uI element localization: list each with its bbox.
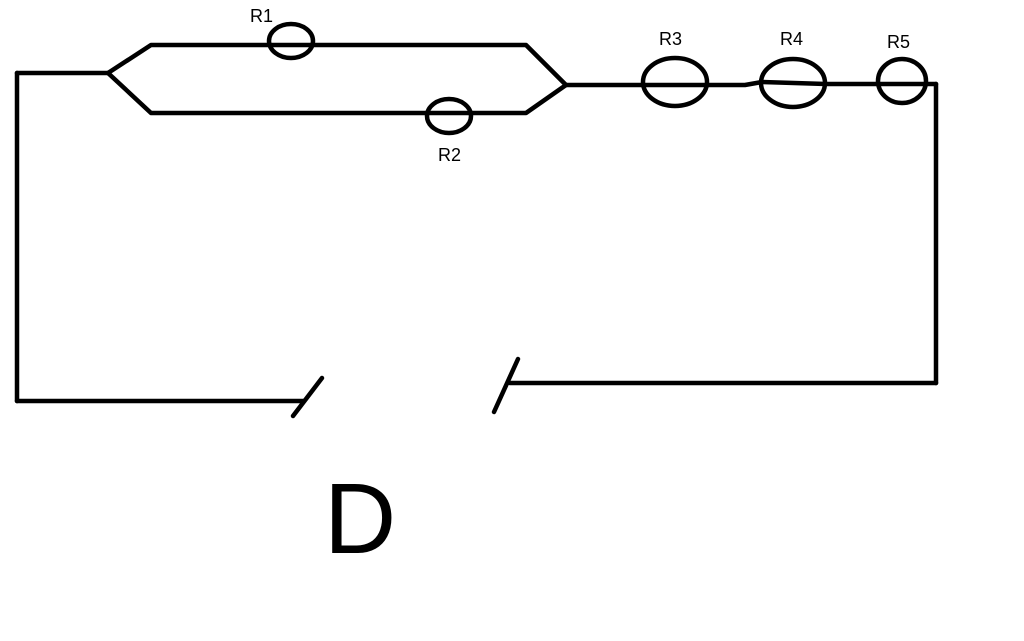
resistor-r5: [875, 56, 929, 106]
label-r4: R4: [780, 29, 803, 49]
battery-plate-right: [491, 356, 521, 415]
battery-plate-left: [290, 375, 325, 419]
wire-parallel-lower: [105, 70, 569, 116]
resistor-r4: [758, 56, 828, 110]
label-r2: R2: [438, 145, 461, 165]
resistor-r3: [640, 55, 710, 109]
label-r5: R5: [887, 32, 910, 52]
resistor-r2: [424, 96, 474, 136]
option-letter: D: [324, 463, 396, 575]
label-r3: R3: [659, 29, 682, 49]
wire-parallel-upper: [105, 42, 569, 88]
resistor-r1: [266, 21, 316, 61]
wire-series: [563, 79, 939, 88]
label-r1: R1: [250, 6, 273, 26]
